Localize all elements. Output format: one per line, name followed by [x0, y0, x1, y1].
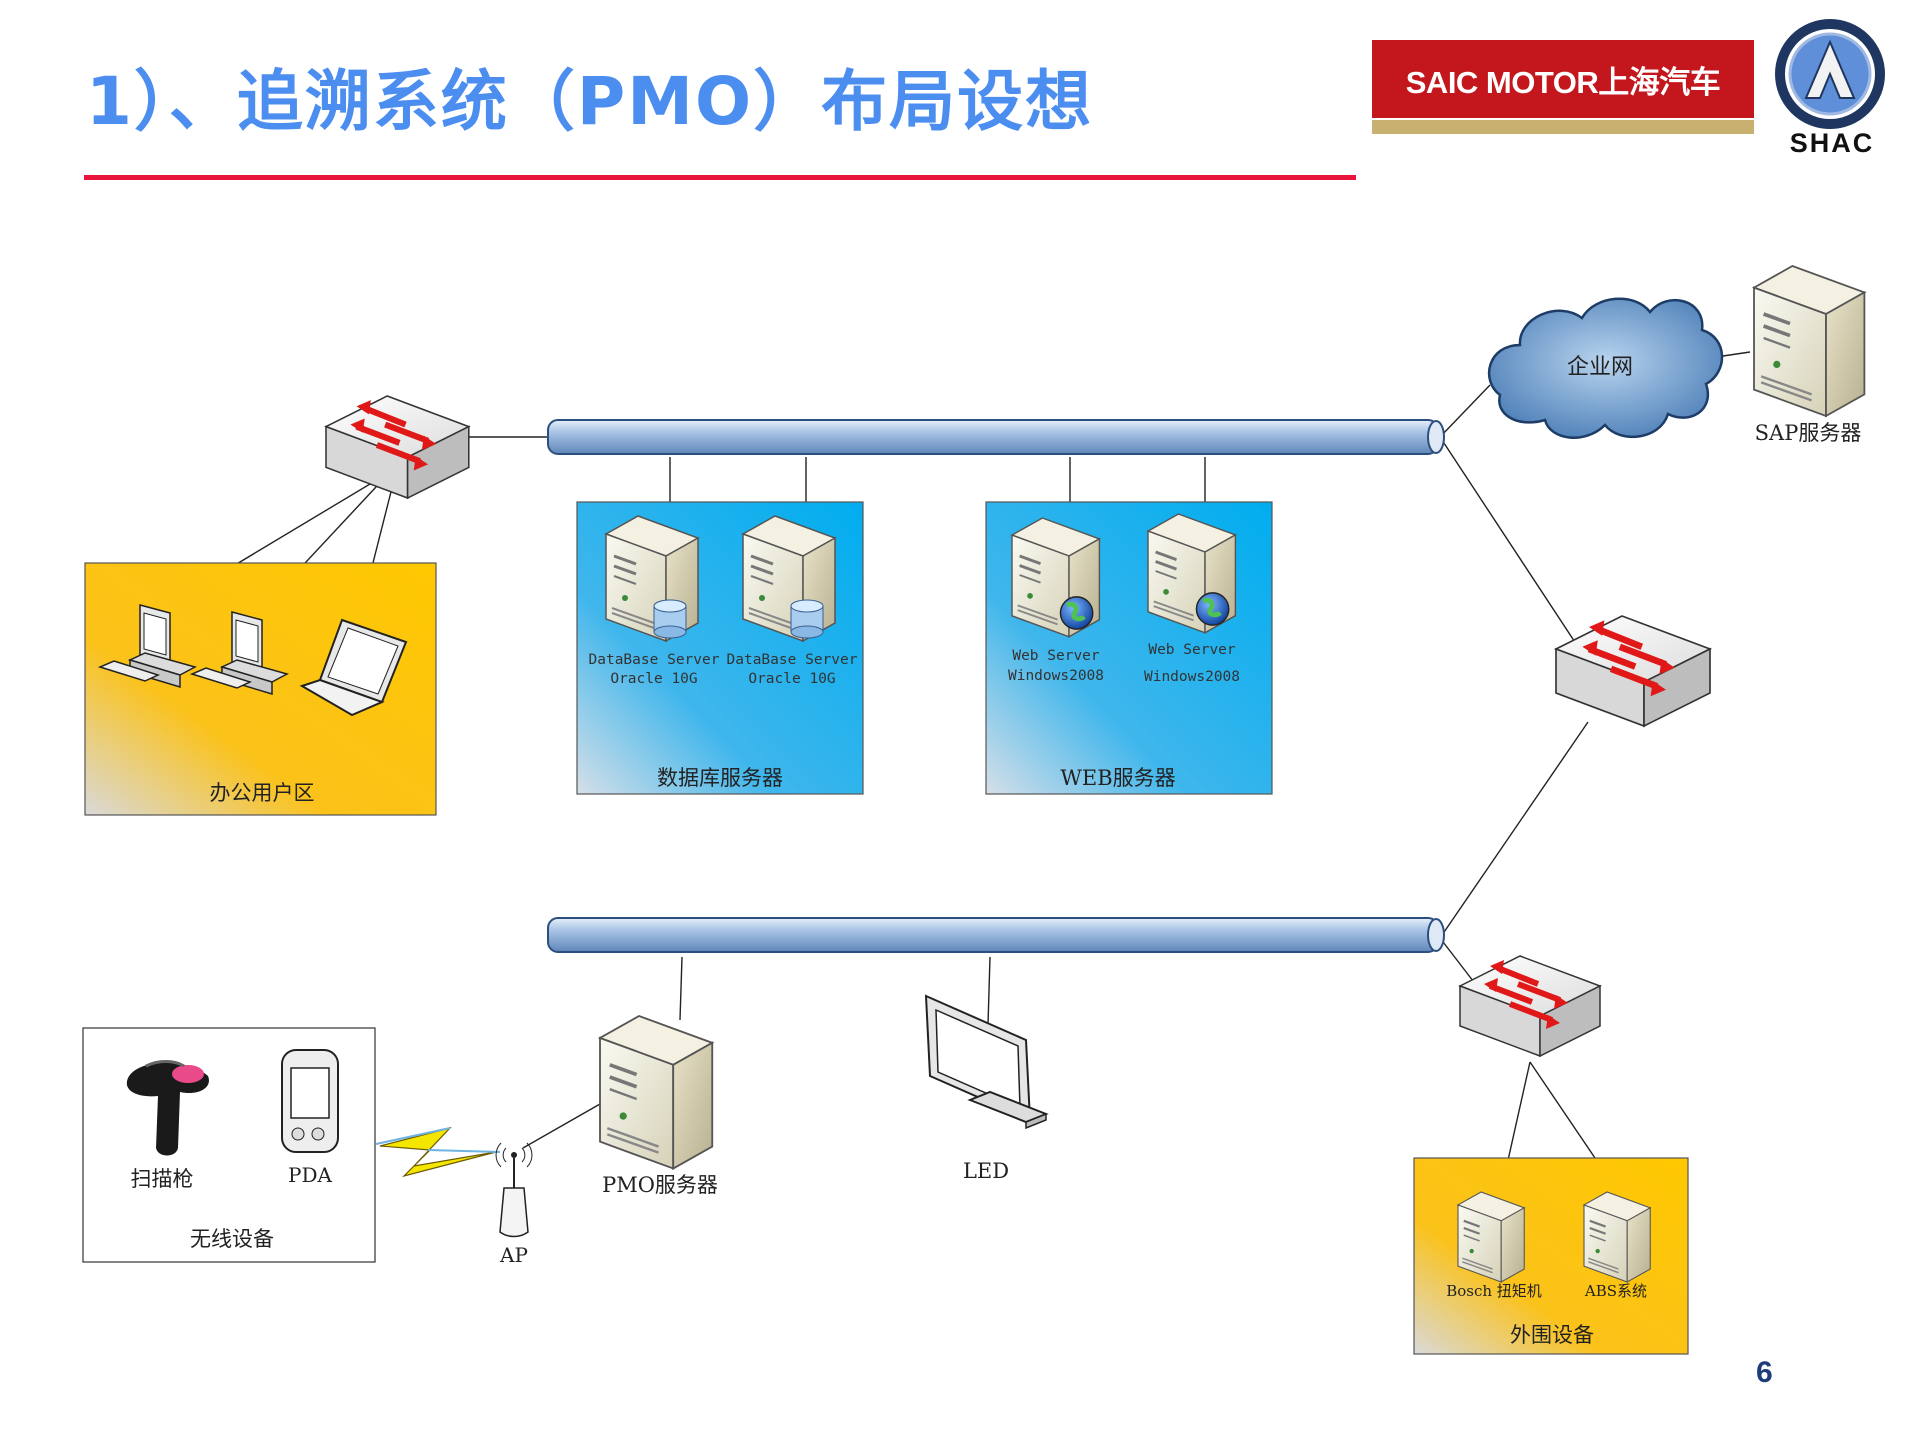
scanner-label: 扫描枪 — [131, 1167, 194, 1191]
office-zone-label: 办公用户区 — [210, 781, 315, 805]
db-server-1-line2: Oracle 10G — [610, 671, 697, 687]
sap-server-label: SAP服务器 — [1755, 421, 1862, 445]
db-server-2-line2: Oracle 10G — [748, 671, 835, 687]
access-point-icon — [495, 1142, 533, 1238]
pmo-server-icon — [598, 1014, 715, 1171]
saic-motor-logo: SAIC MOTOR上海汽车 — [1372, 40, 1754, 118]
cloud-icon — [1487, 297, 1724, 439]
desktop-pc-1-icon — [97, 604, 198, 689]
web-zone-label: WEB服务器 — [1060, 766, 1175, 790]
pda-icon — [281, 1049, 339, 1153]
db-server-2-icon — [741, 514, 837, 643]
abs-device-icon — [1582, 1190, 1652, 1284]
bosch-label: Bosch 扭矩机 — [1446, 1282, 1542, 1300]
logo-stripe — [1372, 120, 1754, 134]
web-server-1-line2: Windows2008 — [1008, 668, 1104, 684]
wireless-link-bolt-icon — [375, 1126, 501, 1178]
db-server-1-icon — [604, 514, 700, 643]
pmo-server-label: PMO服务器 — [602, 1173, 718, 1197]
web-server-2-line2: Windows2008 — [1144, 669, 1240, 685]
laptop-icon — [299, 618, 408, 717]
shac-emblem-icon — [1775, 19, 1885, 129]
sap-server-icon — [1752, 264, 1867, 418]
web-server-1-icon — [1010, 516, 1101, 639]
web-server-2-icon — [1146, 512, 1237, 635]
peripheral-zone-label: 外围设备 — [1510, 1323, 1594, 1347]
led-monitor-icon — [924, 994, 1049, 1130]
barcode-scanner-icon — [126, 1060, 209, 1156]
switch-core-icon — [1556, 616, 1710, 726]
page-title: 1）、追溯系统（PMO）布局设想 — [86, 63, 1094, 140]
web-server-2-line1: Web Server — [1148, 642, 1236, 658]
page-number: 6 — [1756, 1356, 1773, 1389]
backbone-pipe-top — [547, 419, 1445, 455]
wireless-zone-label: 无线设备 — [190, 1227, 274, 1251]
pda-label: PDA — [288, 1163, 332, 1187]
db-server-1-line1: DataBase Server — [589, 652, 720, 668]
backbone-pipe-bottom — [547, 917, 1445, 953]
switch-office-icon — [326, 396, 469, 498]
web-server-1-line1: Web Server — [1012, 648, 1100, 664]
db-zone-label: 数据库服务器 — [657, 766, 783, 790]
switch-plant-icon — [1460, 956, 1600, 1056]
title-underline — [84, 175, 1356, 180]
cloud-label: 企业网 — [1567, 355, 1633, 380]
led-label: LED — [963, 1159, 1009, 1183]
bosch-device-icon — [1456, 1190, 1526, 1284]
abs-label: ABS系统 — [1584, 1282, 1647, 1300]
desktop-pc-2-icon — [189, 611, 290, 696]
db-server-2-line1: DataBase Server — [727, 652, 858, 668]
ap-label: AP — [499, 1243, 528, 1267]
shac-logo-text: SHAC — [1789, 128, 1875, 158]
